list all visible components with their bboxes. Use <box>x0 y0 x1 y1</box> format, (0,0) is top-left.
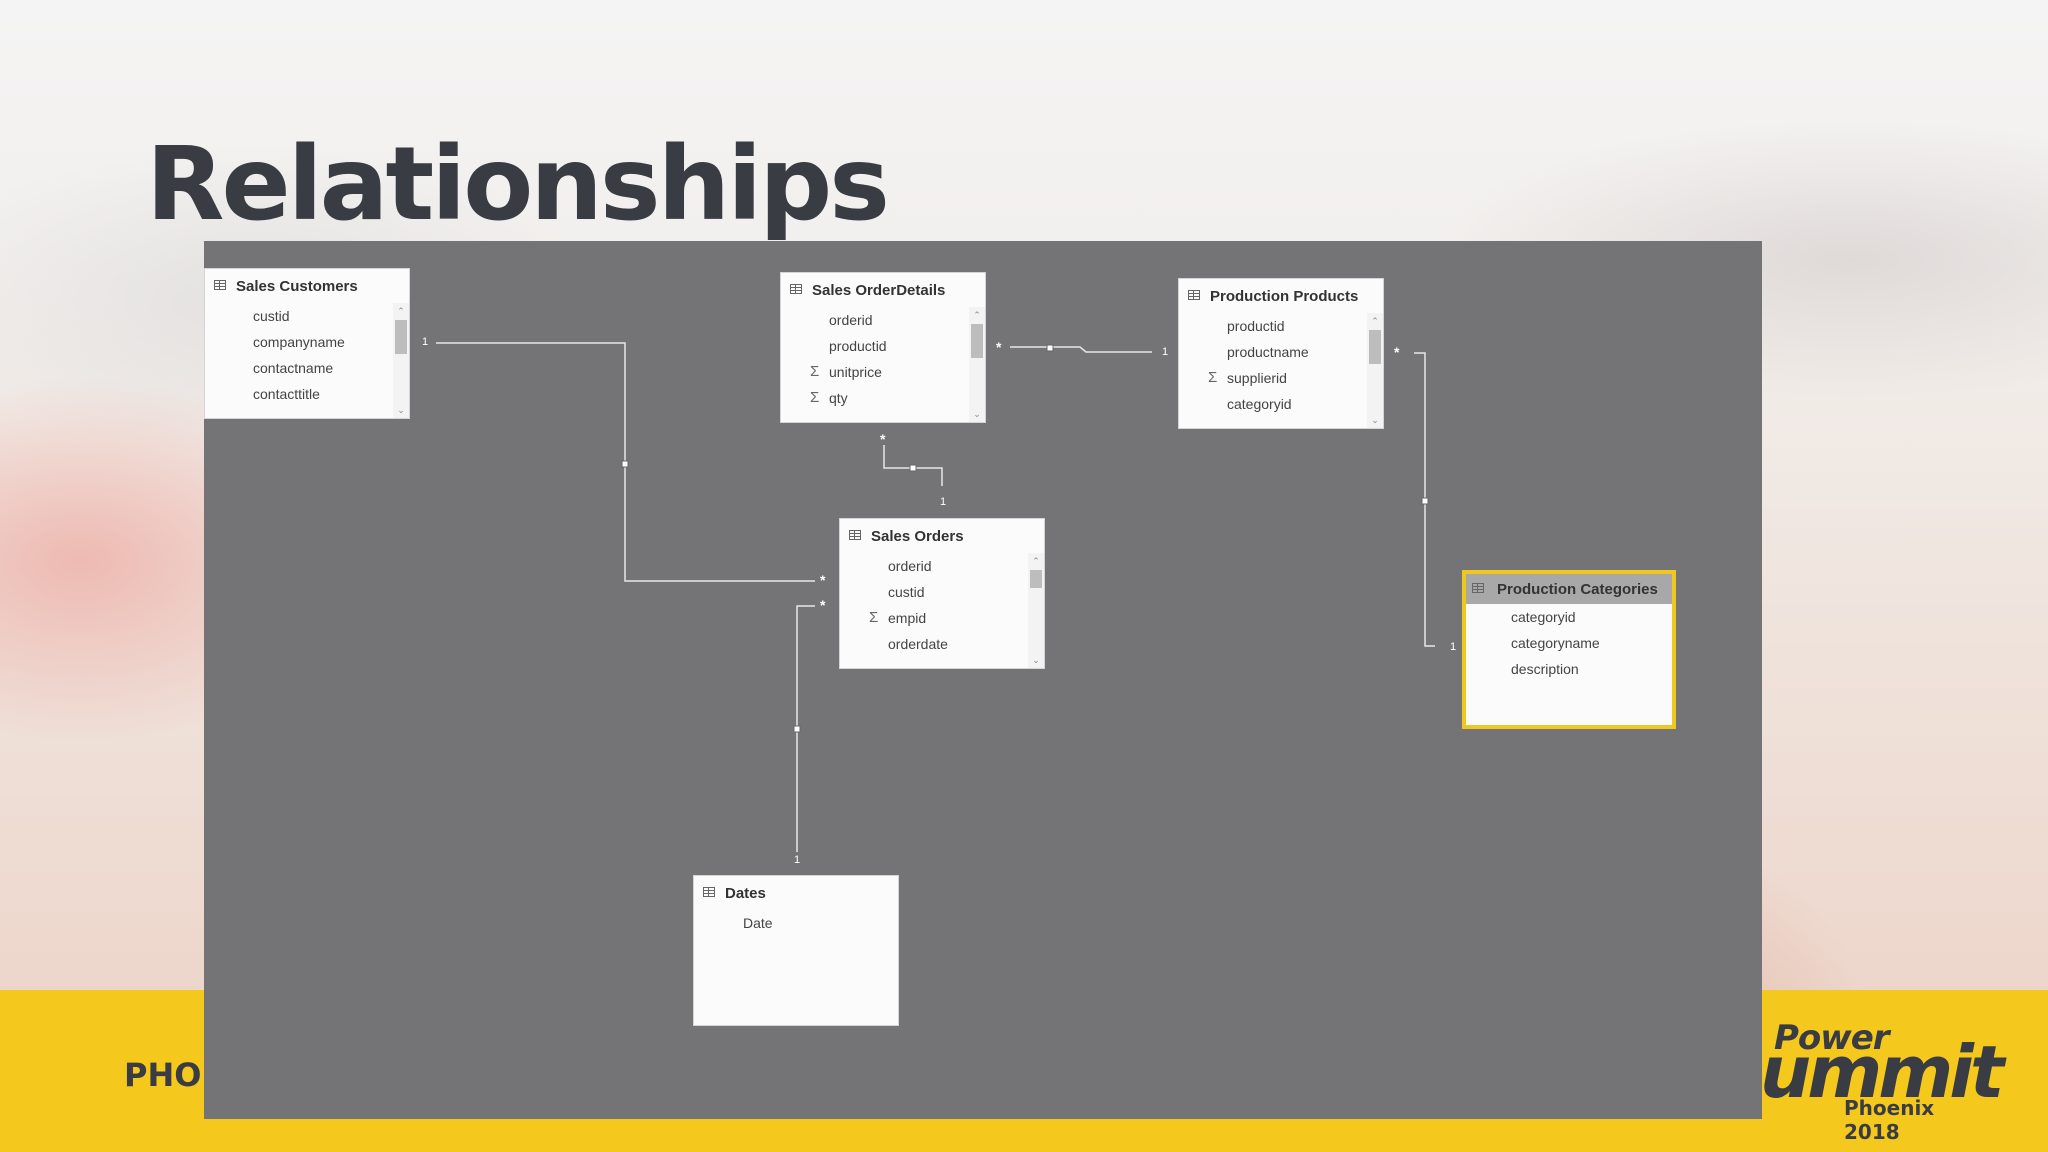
scrollbar[interactable]: ⌃ ⌄ <box>1367 313 1383 428</box>
table-name: Production Products <box>1210 288 1359 305</box>
logo-line2: ummit <box>1760 1030 2004 1114</box>
table-header[interactable]: Sales OrderDetails <box>781 273 985 307</box>
power-summit-logo: Power ummit Phoenix 2018 <box>1760 1018 2004 1144</box>
table-name: Sales OrderDetails <box>812 282 946 299</box>
scroll-down-icon[interactable]: ⌄ <box>1371 415 1379 425</box>
cardinality-many: * <box>1394 344 1400 360</box>
scrollbar[interactable]: ⌃ ⌄ <box>969 307 985 422</box>
table-field[interactable]: custid <box>253 308 290 324</box>
table-field[interactable]: custid <box>888 584 925 600</box>
table-icon <box>703 887 715 897</box>
table-name: Production Categories <box>1497 581 1658 598</box>
rel-orderdetails-products <box>1010 346 1152 353</box>
cardinality-one: 1 <box>940 496 947 508</box>
sigma-icon: Σ <box>869 609 879 626</box>
table-name: Sales Orders <box>871 528 964 545</box>
table-icon <box>214 280 226 290</box>
rel-dates-orders <box>796 605 815 852</box>
table-header[interactable]: Dates <box>694 876 898 910</box>
cardinality-many: * <box>820 597 826 613</box>
scroll-thumb[interactable] <box>971 324 983 358</box>
cardinality-one: 1 <box>422 336 429 348</box>
table-field[interactable]: productid <box>1227 318 1285 334</box>
table-field[interactable]: contactname <box>253 360 334 376</box>
sigma-icon: Σ <box>1208 369 1218 386</box>
rel-handle <box>621 460 629 468</box>
relationship-lines <box>436 342 1435 852</box>
table-field[interactable]: categoryname <box>1511 635 1600 651</box>
table-field[interactable]: categoryid <box>1227 396 1292 412</box>
table-field[interactable]: companyname <box>253 334 345 350</box>
cardinality-one: 1 <box>1162 346 1169 358</box>
scroll-up-icon[interactable]: ⌃ <box>397 306 405 316</box>
table-field[interactable]: productid <box>829 338 887 354</box>
table-name: Sales Customers <box>236 278 358 295</box>
rel-handle <box>1421 497 1429 505</box>
slide-title: Relationships <box>146 125 890 244</box>
scrollbar[interactable]: ⌃ ⌄ <box>1028 553 1044 668</box>
cardinality-one: 1 <box>1450 641 1457 653</box>
scroll-down-icon[interactable]: ⌄ <box>397 405 405 415</box>
rel-handle <box>793 725 801 733</box>
table-header[interactable]: Production Products <box>1179 279 1383 313</box>
table-field[interactable]: orderid <box>888 558 932 574</box>
scroll-down-icon[interactable]: ⌄ <box>973 409 981 419</box>
scroll-thumb[interactable] <box>1030 570 1042 588</box>
table-card-dates[interactable]: Dates Date <box>693 875 899 1026</box>
logo-line1: Power <box>1774 1018 1890 1058</box>
table-header[interactable]: Sales Customers <box>205 269 409 303</box>
cardinality-one: 1 <box>794 854 801 866</box>
scroll-down-icon[interactable]: ⌄ <box>1032 655 1040 665</box>
scroll-thumb[interactable] <box>1369 330 1381 364</box>
table-icon <box>1188 290 1200 300</box>
table-field[interactable]: productname <box>1227 344 1309 360</box>
cardinality-many: * <box>996 339 1002 355</box>
table-header[interactable]: Production Categories <box>1466 574 1672 604</box>
model-canvas[interactable]: 1 * * * 1 * 1 * 1 1 Sales Customers cust… <box>204 241 1762 1119</box>
table-field[interactable]: orderid <box>829 312 873 328</box>
rel-handle <box>909 464 917 472</box>
table-field[interactable]: orderdate <box>888 636 948 652</box>
cardinality-many: * <box>880 431 886 447</box>
scroll-thumb[interactable] <box>395 320 407 354</box>
scroll-up-icon[interactable]: ⌃ <box>1032 556 1040 566</box>
table-field[interactable]: Date <box>743 915 773 931</box>
scroll-up-icon[interactable]: ⌃ <box>973 310 981 320</box>
sigma-icon: Σ <box>810 389 820 406</box>
logo-line3: Phoenix 2018 <box>1844 1096 1935 1144</box>
rel-handle <box>1046 344 1054 352</box>
table-card-production-categories[interactable]: Production Categories categoryid categor… <box>1462 570 1676 729</box>
table-icon <box>790 284 802 294</box>
table-icon <box>849 530 861 540</box>
table-card-sales-customers[interactable]: Sales Customers custid companyname conta… <box>204 268 410 419</box>
table-field[interactable]: categoryid <box>1511 609 1576 625</box>
table-card-production-products[interactable]: Production Products productid productnam… <box>1178 278 1384 429</box>
cardinality-many: * <box>820 572 826 588</box>
table-name: Dates <box>725 885 766 902</box>
sigma-icon: Σ <box>810 363 820 380</box>
scrollbar[interactable]: ⌃ ⌄ <box>393 303 409 418</box>
scroll-up-icon[interactable]: ⌃ <box>1371 316 1379 326</box>
table-header[interactable]: Sales Orders <box>840 519 1044 553</box>
table-field[interactable]: description <box>1511 661 1579 677</box>
table-field[interactable]: contacttitle <box>253 386 320 402</box>
table-icon <box>1472 583 1484 593</box>
